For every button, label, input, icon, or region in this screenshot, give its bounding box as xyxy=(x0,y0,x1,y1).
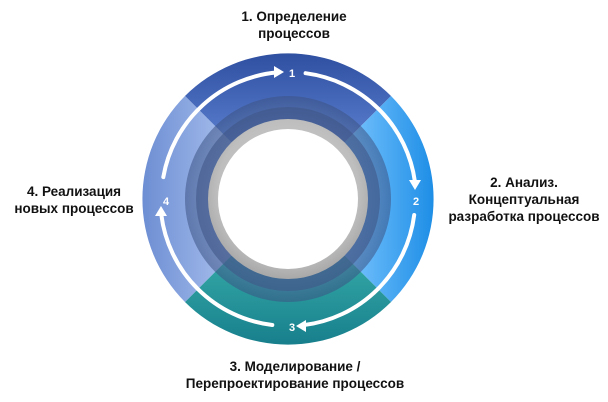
stage-label-4: 4. Реализация новых процессов xyxy=(14,184,134,216)
arrow-head-icon xyxy=(409,180,421,190)
arrow-head-icon xyxy=(296,320,306,332)
stage-number-1: 1 xyxy=(289,68,295,80)
arrow-to-1 xyxy=(161,70,280,180)
stage-label-2: 2. Анализ. Концептуальная разработка про… xyxy=(448,175,600,224)
arrow-1-to-2 xyxy=(303,71,417,185)
arrow-head-icon xyxy=(274,66,284,78)
cycle-arrows xyxy=(159,70,417,328)
center-hole xyxy=(218,129,358,269)
arrow-heads xyxy=(155,66,421,332)
stage-number-2: 2 xyxy=(413,196,419,208)
stage-label-3: 3. Моделирование / Перепроектирование пр… xyxy=(185,359,405,391)
arrow-2-to-3 xyxy=(301,213,417,328)
arrow-3-to-4 xyxy=(159,212,275,327)
stage-number-3: 3 xyxy=(289,322,295,334)
stage-number-4: 4 xyxy=(163,196,170,208)
stage-label-1: 1. Определение процессов xyxy=(241,9,347,41)
arrow-head-icon xyxy=(155,206,167,216)
